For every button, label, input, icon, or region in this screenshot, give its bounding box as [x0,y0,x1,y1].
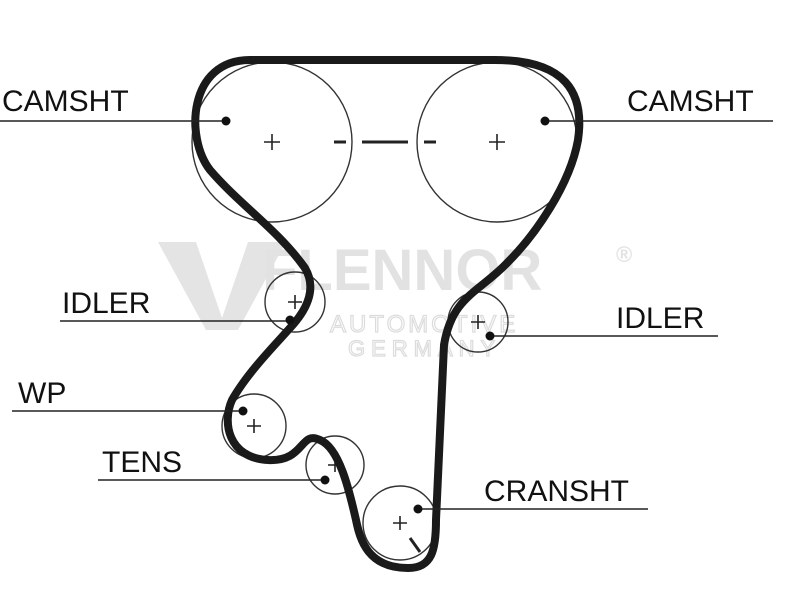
timing-belt [191,56,584,572]
tensioner-label: TENS [102,446,182,479]
camshaft-right-label: CAMSHT [627,85,754,118]
idler-left-pulley [264,271,326,333]
idler-left-center [288,295,302,309]
idler-right-label: IDLER [616,302,704,335]
tensioner-pulley [305,435,365,495]
crankshaft-center [393,516,407,530]
crankshaft-timing-mark [408,537,422,553]
crankshaft-label: CRANSHT [484,475,629,508]
camshaft-right-dot [540,116,550,126]
crankshaft-dot [413,504,423,514]
camshaft-left-label: CAMSHT [2,85,129,118]
camshaft-left-dot [221,116,231,126]
pulley-centers [247,134,505,530]
watermark-line2: GERMANY [348,336,501,361]
watermark-registered: ® [616,242,632,267]
water-pump-label: WP [18,377,66,410]
camshaft-right-center [489,134,505,150]
leader-lines [0,120,773,510]
idler-left-label: IDLER [62,287,150,320]
watermark-emblem [158,242,286,330]
tensioner-dot [320,475,330,485]
water-pump-dot [238,406,248,416]
idler-left-dot [285,315,295,325]
watermark-line1: AUTOMOTIVE [330,311,518,338]
idler-right-dot [485,331,495,341]
water-pump-center [247,419,261,433]
watermark-logo: FLENNOR ® AUTOMOTIVE GERMANY [158,238,632,362]
camshaft-left-center [264,134,280,150]
timing-dots [221,116,550,514]
idler-right-center [471,315,485,329]
labels: CAMSHT CAMSHT IDLER IDLER WP TENS CRANSH… [2,85,754,508]
